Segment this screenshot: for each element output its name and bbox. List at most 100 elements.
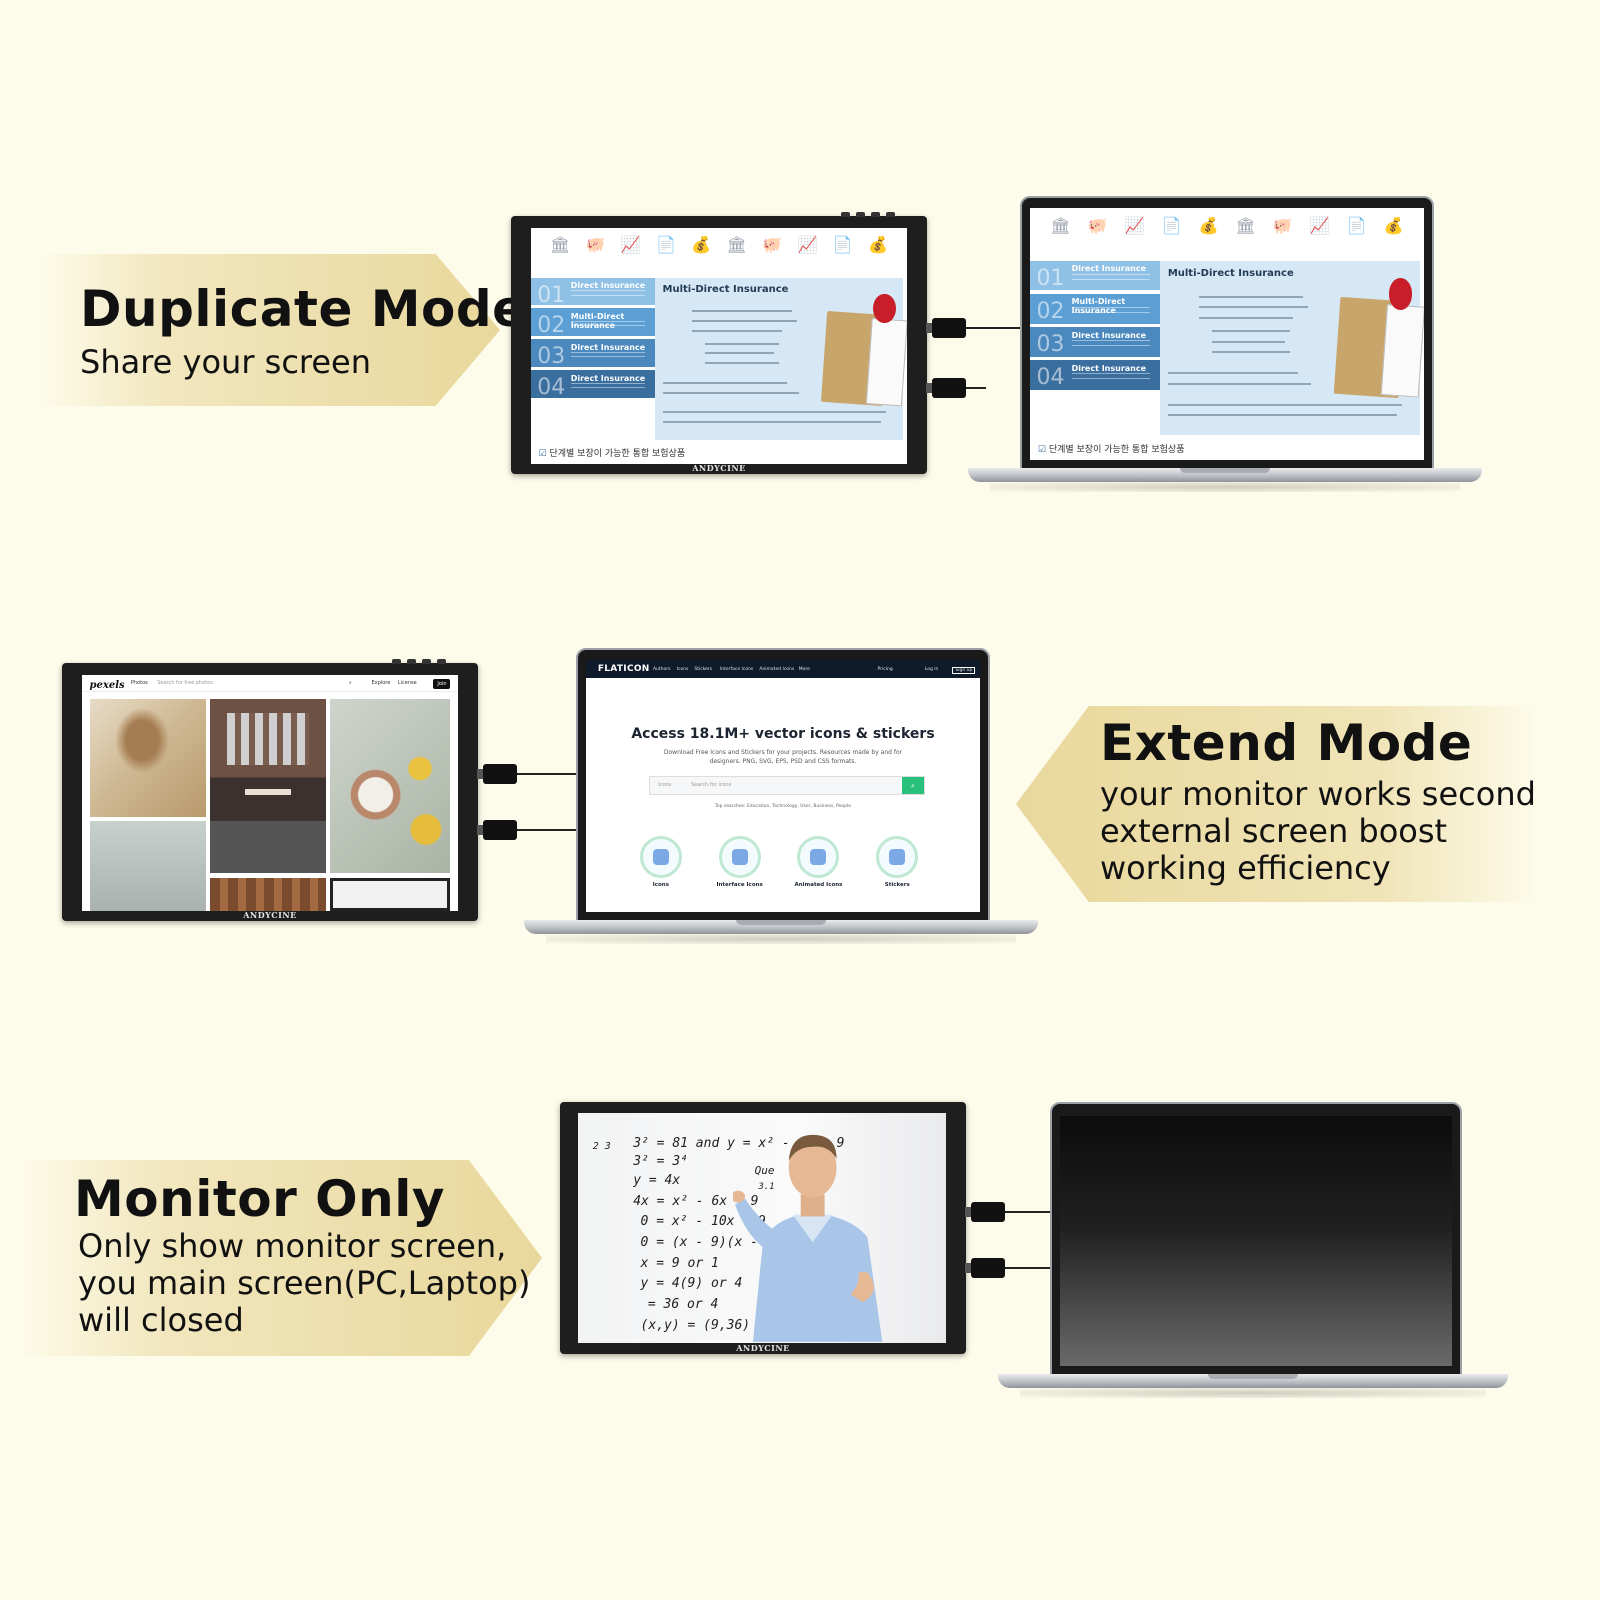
- money-icon: 💰: [1198, 216, 1219, 236]
- signup-button[interactable]: Sign up: [952, 666, 976, 674]
- icons-category-icon: [639, 836, 682, 879]
- brand-label: ANDYCINE: [692, 463, 746, 473]
- laptop-screen-off: [1050, 1102, 1462, 1376]
- flaticon-navbar: FLATICON Authors Icons Stickers Interfac…: [586, 660, 980, 678]
- search-scope[interactable]: Icons: [658, 781, 672, 788]
- bank-icon: 🏛: [1050, 216, 1071, 236]
- insurance-panel: Multi-Direct Insurance: [655, 277, 904, 441]
- cable: [517, 773, 577, 775]
- money-icon: 💰: [1383, 216, 1404, 236]
- animated-category-icon: [797, 836, 840, 879]
- search-button[interactable]: ⌕: [901, 776, 924, 794]
- nav-stickers[interactable]: Stickers: [694, 666, 713, 672]
- nav-authors[interactable]: Authors: [652, 666, 671, 672]
- telephone-illustration: [873, 293, 896, 324]
- photo-storefront[interactable]: [209, 698, 327, 874]
- nav-explore[interactable]: Explore: [371, 680, 391, 687]
- search-icon[interactable]: ⌕: [348, 680, 352, 687]
- laptop-extend: FLATICON Authors Icons Stickers Interfac…: [576, 648, 990, 922]
- nav-icons[interactable]: Icons: [676, 666, 689, 672]
- stickers-category-icon: [876, 836, 919, 879]
- notebook-illustration: [820, 311, 889, 407]
- photo-tablet[interactable]: [330, 877, 451, 911]
- money-icon: 💰: [691, 235, 712, 255]
- category-animated-icons[interactable]: Animated Icons: [787, 836, 850, 888]
- teacher-figure: [732, 1135, 882, 1343]
- nav-interface-icons[interactable]: Interface Icons: [719, 666, 754, 672]
- monitor-screen: pexels Photos Search for free photos ⌕ E…: [82, 675, 458, 911]
- pexels-logo: pexels: [89, 679, 125, 691]
- category-icons[interactable]: Icons: [629, 836, 692, 888]
- photo-coffee[interactable]: [330, 698, 451, 874]
- flaticon-page: FLATICON Authors Icons Stickers Interfac…: [586, 660, 980, 912]
- photo-mountain[interactable]: [89, 821, 207, 911]
- nav-pricing[interactable]: Pricing: [877, 666, 893, 672]
- bank-icon: 🏛: [549, 235, 571, 255]
- search-icon: ⌕: [910, 781, 915, 790]
- headline: Access 18.1M+ vector icons & stickers: [631, 725, 935, 742]
- nav-license[interactable]: License: [397, 680, 417, 687]
- nav-animated-icons[interactable]: Animated Icons: [759, 666, 795, 672]
- brand-label: ANDYCINE: [736, 1343, 790, 1353]
- search-input[interactable]: Search for icons: [691, 781, 732, 788]
- pexels-header: pexels Photos Search for free photos ⌕ E…: [82, 675, 458, 692]
- flaticon-logo: FLATICON: [597, 664, 650, 675]
- piggy-icon: 🐖: [1087, 216, 1108, 236]
- cable: [517, 829, 577, 831]
- monitor-screen: 2 3 3² = 81 and y = x² - 6x + 9 3² = 3⁴ …: [578, 1113, 946, 1343]
- chart-icon: 📈: [797, 235, 818, 255]
- money-icon: 💰: [868, 235, 889, 255]
- monitor-only-title: Monitor Only: [74, 1170, 445, 1228]
- telephone-illustration: [1388, 278, 1413, 310]
- extend-mode-subtitle: your monitor works second external scree…: [1100, 775, 1536, 887]
- photo-owl[interactable]: [89, 698, 207, 817]
- usb-c-plug: [477, 820, 517, 840]
- chart-icon: 📈: [1124, 216, 1145, 236]
- monitor-only-banner: [20, 1160, 542, 1356]
- cable: [1005, 1267, 1051, 1269]
- search-scope[interactable]: Photos: [130, 680, 148, 687]
- document-icon: 📄: [1346, 216, 1367, 236]
- description: Download Free Icons and Stickers for you…: [663, 749, 903, 766]
- photo-wood[interactable]: [209, 877, 327, 911]
- duplicate-mode-subtitle: Share your screen: [80, 343, 372, 381]
- category-stickers[interactable]: Stickers: [866, 836, 929, 888]
- document-icon: 📄: [832, 235, 853, 255]
- piggy-icon: 🐖: [762, 235, 783, 255]
- portable-monitor-extend: pexels Photos Search for free photos ⌕ E…: [62, 659, 478, 921]
- category-interface-icons[interactable]: Interface Icons: [708, 836, 771, 888]
- extend-mode-banner: [1016, 706, 1536, 902]
- whiteboard: 2 3 3² = 81 and y = x² - 6x + 9 3² = 3⁴ …: [578, 1113, 946, 1343]
- insurance-footer: ☑ 단계별 보장이 가능한 통합 보험상품: [538, 449, 686, 460]
- bank-icon: 🏛: [726, 235, 747, 255]
- nav-more[interactable]: More: [798, 666, 810, 672]
- laptop-base: [524, 920, 1038, 934]
- piggy-icon: 🐖: [1272, 216, 1293, 236]
- insurance-footer: ☑ 단계별 보장이 가능한 통합 보험상품: [1037, 444, 1185, 455]
- cable: [966, 387, 986, 389]
- search-bar[interactable]: Icons Search for icons ⌕: [649, 775, 925, 795]
- laptop-base: [998, 1374, 1508, 1388]
- laptop-screen-black: [1060, 1116, 1452, 1366]
- search-input[interactable]: Search for free photos: [157, 680, 213, 687]
- document-icon: 📄: [656, 235, 677, 255]
- usb-c-plug: [477, 764, 517, 784]
- duplicate-mode-banner: [40, 254, 500, 406]
- usb-c-plug: [926, 318, 966, 338]
- icon-row: 🏛🐖📈📄💰🏛🐖📈📄💰: [531, 228, 907, 261]
- bank-icon: 🏛: [1235, 216, 1256, 236]
- notebook-illustration: [1333, 297, 1406, 399]
- login-link[interactable]: Log in: [924, 666, 939, 672]
- join-button[interactable]: Join: [433, 678, 451, 689]
- portable-monitor-only: 2 3 3² = 81 and y = x² - 6x + 9 3² = 3⁴ …: [560, 1102, 966, 1354]
